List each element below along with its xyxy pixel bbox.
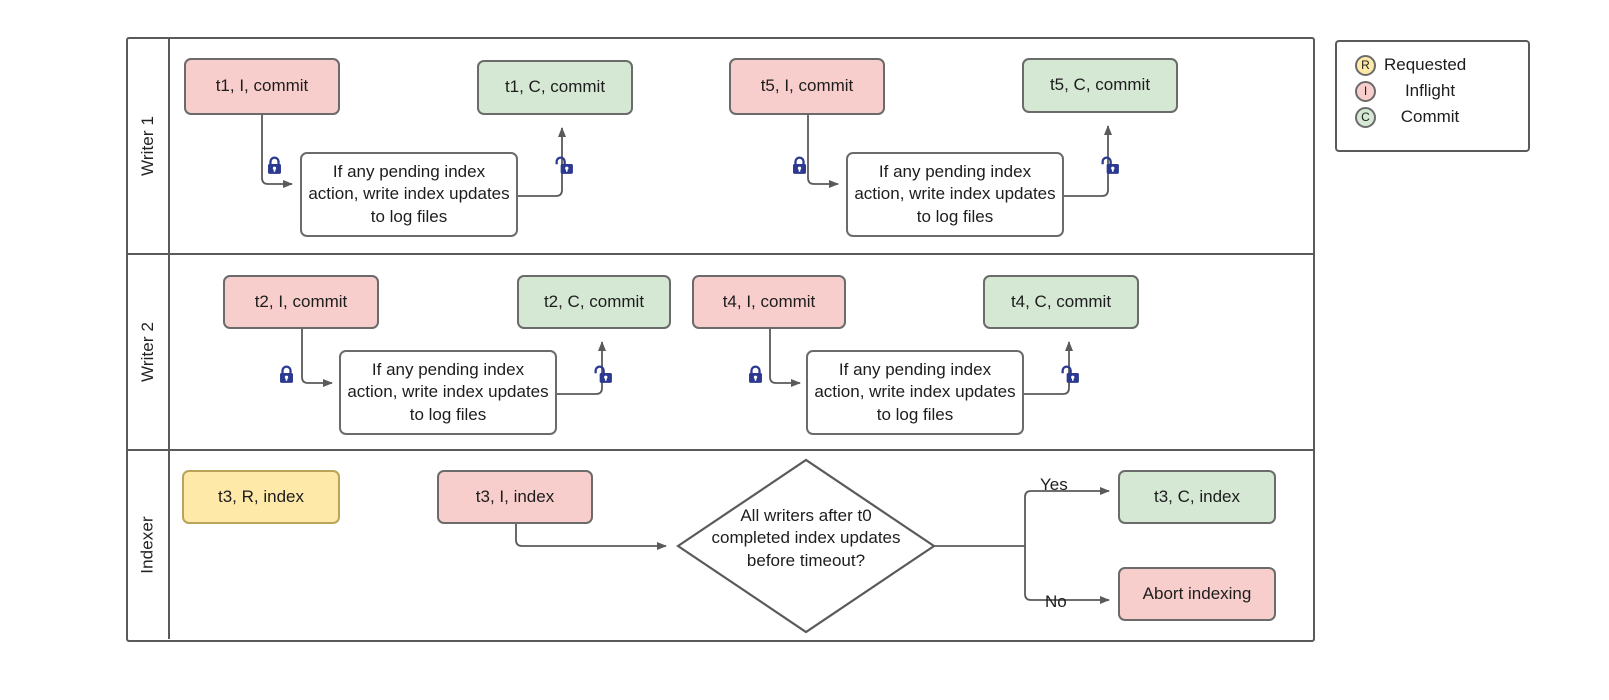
legend: R Requested I Inflight C Commit	[1335, 40, 1530, 152]
edge-label-yes: Yes	[1040, 475, 1068, 494]
node-label: t2, I, commit	[254, 291, 348, 311]
swimlane-label-indexer: Indexer	[128, 451, 170, 639]
badge-inflight-icon: I	[1355, 80, 1376, 102]
badge-letter: I	[1363, 84, 1368, 98]
node-t3-commit[interactable]: t3, C, index	[1118, 470, 1276, 524]
node-writer1-process-2[interactable]: If any pending index action, write index…	[846, 152, 1064, 237]
lock-closed-icon	[789, 155, 810, 176]
node-writer1-process-1[interactable]: If any pending index action, write index…	[300, 152, 518, 237]
swimlane-indexer: Indexer	[128, 451, 1313, 639]
node-label: If any pending index action, write index…	[308, 161, 510, 226]
node-t5-inflight[interactable]: t5, I, commit	[729, 58, 885, 115]
node-t3-inflight[interactable]: t3, I, index	[437, 470, 593, 524]
lock-open-icon	[554, 155, 575, 176]
badge-letter: R	[1361, 58, 1370, 72]
swimlane-writer-1: Writer 1	[128, 39, 1313, 255]
node-label: t5, I, commit	[760, 76, 854, 96]
legend-label-requested: Requested	[1384, 55, 1467, 74]
node-abort-indexing[interactable]: Abort indexing	[1118, 567, 1276, 621]
swimlane-title-text: Writer 1	[138, 116, 157, 176]
swimlane-label-writer-2: Writer 2	[128, 255, 170, 449]
node-t1-inflight[interactable]: t1, I, commit	[184, 58, 340, 115]
node-label: t4, I, commit	[722, 291, 816, 311]
node-label: t2, C, commit	[543, 291, 645, 311]
node-label: t3, C, index	[1154, 486, 1240, 506]
node-t5-commit[interactable]: t5, C, commit	[1022, 58, 1178, 113]
node-label: t4, C, commit	[1010, 291, 1112, 311]
node-t1-commit[interactable]: t1, C, commit	[477, 60, 633, 115]
badge-commit-icon: C	[1355, 106, 1376, 128]
node-t4-commit[interactable]: t4, C, commit	[983, 275, 1139, 329]
node-t3-requested[interactable]: t3, R, index	[182, 470, 340, 524]
node-label: If any pending index action, write index…	[347, 359, 549, 424]
legend-item-commit: C Commit	[1355, 104, 1512, 130]
node-label: t1, I, commit	[215, 76, 309, 96]
swimlane-label-writer-1: Writer 1	[128, 39, 170, 253]
swimlane-title-text: Indexer	[138, 516, 157, 574]
legend-label-inflight: Inflight	[1404, 81, 1456, 100]
node-t2-inflight[interactable]: t2, I, commit	[223, 275, 379, 329]
node-label: Abort indexing	[1142, 583, 1252, 603]
lock-closed-icon	[276, 364, 297, 385]
badge-letter: C	[1361, 110, 1370, 124]
edge-label-no: No	[1045, 592, 1067, 611]
badge-requested-icon: R	[1355, 54, 1376, 76]
lock-open-icon	[1100, 155, 1121, 176]
node-label: If any pending index action, write index…	[814, 359, 1016, 424]
legend-label-commit: Commit	[1400, 107, 1460, 126]
node-label: t3, I, index	[475, 486, 555, 506]
node-label: t5, C, commit	[1049, 75, 1151, 95]
node-writer2-process-1[interactable]: If any pending index action, write index…	[339, 350, 557, 435]
node-writer2-process-2[interactable]: If any pending index action, write index…	[806, 350, 1024, 435]
lock-closed-icon	[264, 155, 285, 176]
node-t4-inflight[interactable]: t4, I, commit	[692, 275, 846, 329]
lock-open-icon	[1060, 364, 1081, 385]
lock-open-icon	[593, 364, 614, 385]
swimlane-title-text: Writer 2	[138, 322, 157, 382]
node-label: If any pending index action, write index…	[854, 161, 1056, 226]
legend-item-inflight: I Inflight	[1355, 78, 1512, 104]
lock-closed-icon	[745, 364, 766, 385]
node-label: t1, C, commit	[504, 77, 606, 97]
swimlane-writer-2: Writer 2	[128, 255, 1313, 451]
node-label: t3, R, index	[218, 486, 304, 506]
legend-item-requested: R Requested	[1355, 52, 1512, 78]
node-t2-commit[interactable]: t2, C, commit	[517, 275, 671, 329]
swimlane-frame: Writer 1 Writer 2 Indexer	[126, 37, 1315, 642]
